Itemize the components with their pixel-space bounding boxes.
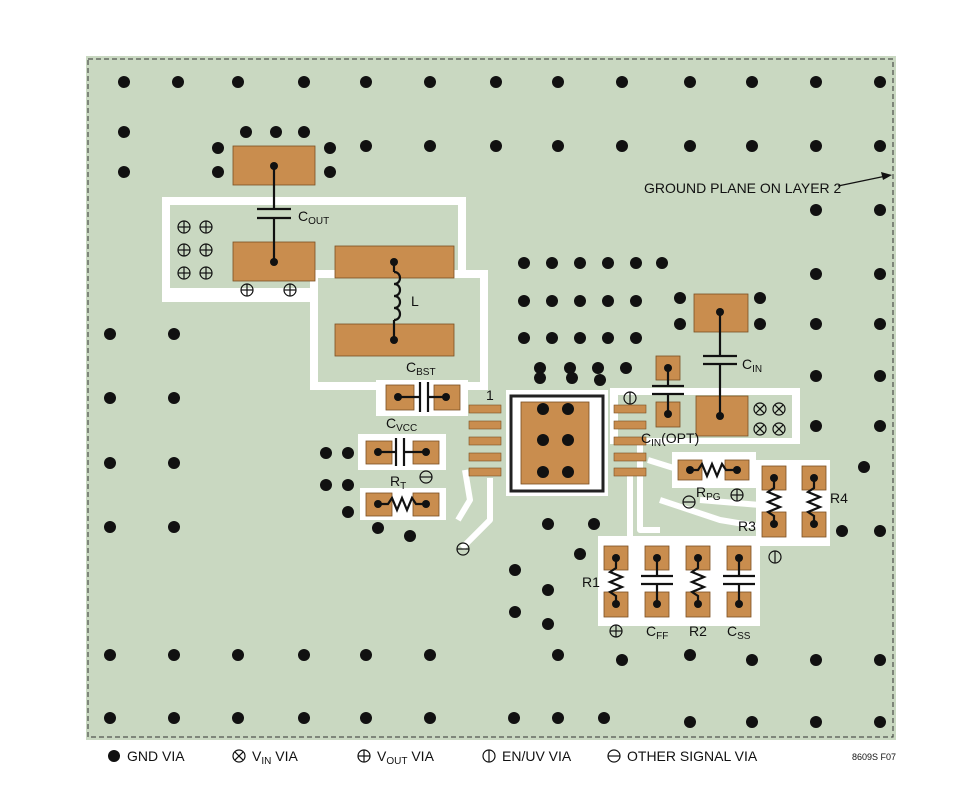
css-label: CSS xyxy=(727,623,751,642)
cbst-label: CBST xyxy=(406,359,436,378)
legend: GND VIA VIN VIA VOUT VIA EN/UV VIA OTHER… xyxy=(108,748,758,767)
r2-label: R2 xyxy=(689,623,707,639)
ground-plane-arrow xyxy=(837,175,887,187)
component-symbols xyxy=(257,166,823,604)
other-signal-via-icon xyxy=(607,749,621,763)
pin1-label: 1 xyxy=(486,387,494,403)
cff-label: CFF xyxy=(646,623,668,642)
arrowhead-icon xyxy=(881,172,892,180)
legend-en-uv-via: EN/UV VIA xyxy=(502,748,572,764)
rpg-label: RPG xyxy=(696,484,721,503)
r3-label: R3 xyxy=(738,518,756,534)
legend-vout-via: VOUT VIA xyxy=(377,748,435,767)
pad-center-dots xyxy=(270,162,818,608)
figure-id: 8609S F07 xyxy=(852,752,896,762)
ic-package xyxy=(468,394,647,493)
legend-other-signal-via: OTHER SIGNAL VIA xyxy=(627,748,758,764)
gnd-via-icon xyxy=(108,750,120,762)
vout-via-icon xyxy=(357,749,371,763)
legend-gnd-via: GND VIA xyxy=(127,748,185,764)
cvcc-label: CVCC xyxy=(386,415,417,434)
r1-label: R1 xyxy=(582,574,600,590)
r4-label: R4 xyxy=(830,490,848,506)
legend-vin-via: VIN VIA xyxy=(252,748,298,767)
ground-plane-label: GROUND PLANE ON LAYER 2 xyxy=(644,180,842,196)
cin-label: CIN xyxy=(742,356,762,375)
en-uv-via-icon xyxy=(482,749,496,763)
rt-label: RT xyxy=(390,473,406,492)
board-outline xyxy=(87,58,894,738)
gnd-vias xyxy=(104,76,886,728)
cout-label: COUT xyxy=(298,208,329,227)
vin-via-icon xyxy=(232,749,246,763)
inductor-label: L xyxy=(411,293,419,309)
cin-opt-label: CIN(OPT) xyxy=(641,430,699,449)
